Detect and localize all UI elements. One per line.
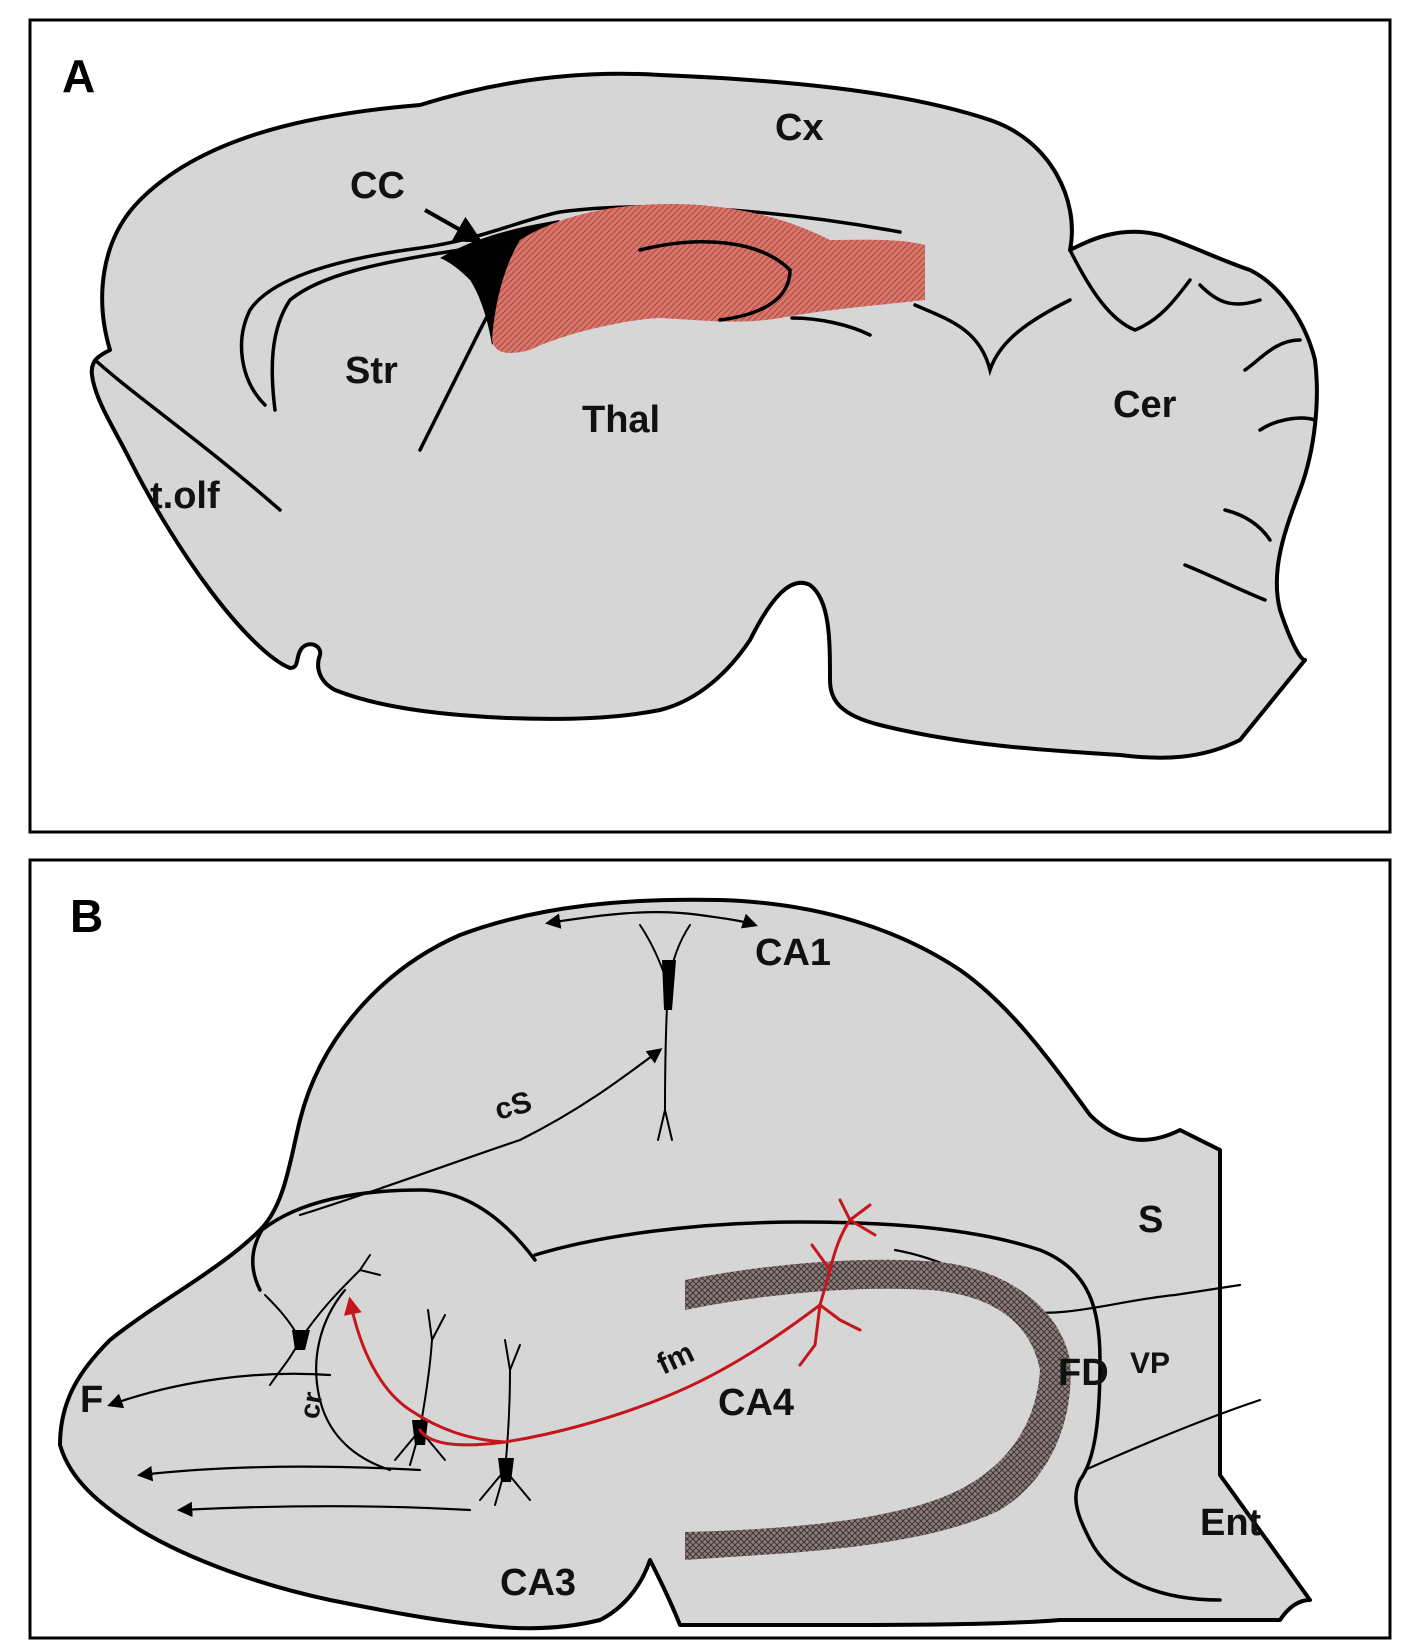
label-cc: CC bbox=[350, 165, 405, 207]
granule-cell-red bbox=[798, 1198, 877, 1367]
mossy-fiber-fm bbox=[418, 1303, 822, 1447]
label-ca3: CA3 bbox=[500, 1562, 576, 1604]
panel-b: B CA1 cS S FD VP fm CA4 cr F CA3 Ent bbox=[28, 858, 1392, 1640]
cerebellum-folia-3 bbox=[1243, 338, 1302, 372]
recurrent-collateral-cr bbox=[315, 1288, 392, 1472]
fimbria-line-1 bbox=[107, 1372, 332, 1409]
label-ent: Ent bbox=[1200, 1502, 1262, 1544]
label-vp: VP bbox=[1130, 1347, 1170, 1380]
subiculum-line-2 bbox=[1083, 1398, 1262, 1472]
fimbria-line-3 bbox=[176, 1501, 472, 1518]
schaffer-collateral-cs bbox=[298, 1048, 663, 1217]
mossy-fiber-collateral bbox=[344, 1296, 507, 1444]
olfactory-line bbox=[93, 358, 282, 512]
label-thal: Thal bbox=[582, 399, 660, 441]
label-cer: Cer bbox=[1113, 384, 1177, 426]
label-ca1: CA1 bbox=[755, 932, 831, 974]
dentate-granule-layer-upper bbox=[685, 1259, 1070, 1370]
cortex-inner-line-2 bbox=[270, 248, 462, 412]
cerebellum-folia-4 bbox=[1258, 416, 1317, 432]
thalamus-border bbox=[790, 316, 872, 337]
ca-border-line bbox=[251, 1188, 537, 1292]
ca1-arrow bbox=[544, 911, 758, 929]
label-tolf: t.olf bbox=[150, 475, 220, 517]
hippocampus-highlight bbox=[492, 204, 925, 353]
label-cr: cr bbox=[293, 1389, 328, 1421]
panel-a: A Cx CC Str Thal Cer t.olf bbox=[28, 18, 1392, 834]
hippocampus-outline bbox=[58, 897, 1312, 1631]
midbrain-line bbox=[913, 298, 1072, 377]
brain-outline bbox=[89, 71, 1319, 760]
cerebellum-folia-2 bbox=[1198, 283, 1262, 306]
label-cx: Cx bbox=[775, 107, 824, 149]
label-fd: FD bbox=[1058, 1352, 1109, 1394]
ca3-pyramidal-cell-1 bbox=[264, 1254, 381, 1386]
cerebellum-folia-5 bbox=[1223, 508, 1272, 542]
ca3-pyramidal-cell-3 bbox=[479, 1339, 531, 1506]
panel-a-letter: A bbox=[62, 50, 95, 102]
label-str: Str bbox=[345, 350, 398, 392]
label-f: F bbox=[80, 1379, 103, 1421]
panel-b-letter: B bbox=[70, 890, 103, 942]
cerebellum-folia-1 bbox=[1068, 248, 1192, 332]
label-s: S bbox=[1138, 1199, 1163, 1241]
dentate-granule-layer-lower bbox=[685, 1360, 1071, 1560]
cerebellum-folia-6 bbox=[1183, 563, 1267, 602]
hippocampus-inner-line bbox=[638, 240, 792, 322]
cc-arrow bbox=[424, 208, 483, 243]
ca1-pyramidal-cell bbox=[639, 924, 691, 1141]
label-ca4: CA4 bbox=[718, 1382, 794, 1424]
